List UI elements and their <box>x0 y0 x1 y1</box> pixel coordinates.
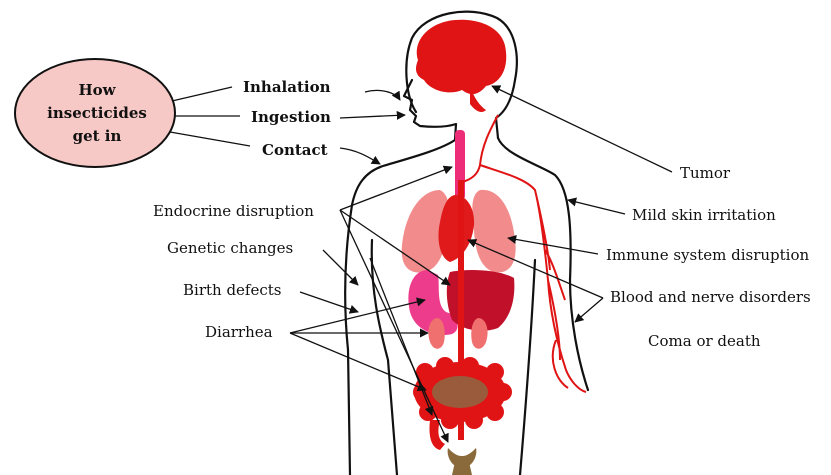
intestine-bump <box>494 383 512 401</box>
arrow-contact <box>340 148 380 164</box>
intestine-bump <box>465 411 483 429</box>
arrow-diarrhea-stomach <box>290 300 425 333</box>
arrow-immune <box>508 238 598 254</box>
intestine-bump <box>436 357 454 375</box>
oval-line-1: How <box>78 81 116 99</box>
oval-line-3: get in <box>73 127 122 145</box>
intestine-bump <box>441 411 459 429</box>
entry-routes-oval: How insecticides get in <box>15 59 175 167</box>
effect-birth: Birth defects <box>183 281 281 299</box>
arrow-blood-arm <box>575 298 603 322</box>
brain <box>416 20 506 94</box>
arrow-tumor <box>492 86 672 172</box>
route-ingestion: Ingestion <box>251 108 331 126</box>
effect-coma: Coma or death <box>648 332 761 350</box>
oval-connectors <box>170 87 250 146</box>
route-contact: Contact <box>262 141 328 159</box>
arrow-skin <box>568 200 625 214</box>
right-arm-inner <box>520 260 535 475</box>
effect-blood: Blood and nerve disorders <box>610 288 811 306</box>
left-arm-inner <box>372 240 397 475</box>
connector-contact <box>170 132 250 146</box>
right-kidney <box>471 318 487 349</box>
effect-genetic: Genetic changes <box>167 239 293 257</box>
connector-inhalation <box>172 87 232 101</box>
arrow-inhalation <box>365 90 400 100</box>
intestine-bump <box>461 357 479 375</box>
effect-diarrhea: Diarrhea <box>205 323 273 341</box>
intestine-bump <box>486 363 504 381</box>
effect-tumor: Tumor <box>680 164 731 182</box>
effect-immune: Immune system disruption <box>606 246 809 264</box>
left-kidney <box>428 318 444 349</box>
arrow-diarrhea-intestine <box>290 333 426 390</box>
oval-line-2: insecticides <box>47 104 147 122</box>
effect-endocrine: Endocrine disruption <box>153 202 314 220</box>
effect-skin: Mild skin irritation <box>632 206 776 224</box>
bladder <box>448 448 477 475</box>
route-inhalation: Inhalation <box>243 78 331 96</box>
arrow-birth <box>300 292 358 312</box>
arrow-genetic <box>323 250 358 285</box>
intestine-bump <box>486 403 504 421</box>
right-lung <box>472 190 515 273</box>
arrow-ingestion <box>340 115 405 118</box>
intestine-inner <box>432 376 488 408</box>
